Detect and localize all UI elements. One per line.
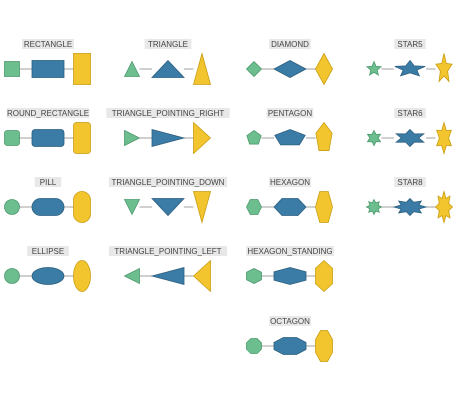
- shape-group-octagon: OCTAGON: [246, 316, 333, 362]
- node-small-star6[interactable]: [366, 129, 382, 147]
- shape-group-diamond: DIAMOND: [245, 39, 333, 86]
- group-label-background: [144, 39, 192, 49]
- shape-group-rectangle: RECTANGLE: [4, 39, 91, 85]
- shape-group-star6: STAR6: [366, 108, 452, 155]
- node-medium-triangle-right[interactable]: [151, 128, 186, 148]
- group-label: OCTAGON: [270, 317, 310, 326]
- node-large-diamond[interactable]: [315, 52, 333, 86]
- group-label-background: [34, 177, 62, 187]
- group-label: STAR6: [397, 109, 423, 118]
- shape-group-star8: STAR8: [365, 177, 454, 224]
- shape-group-hexagon: HEXAGON: [246, 177, 333, 223]
- group-label: HEXAGON: [270, 178, 310, 187]
- node-small-hexagon[interactable]: [246, 199, 262, 215]
- shape-group-triangle-down: TRIANGLE_POINTING_DOWN: [108, 177, 228, 225]
- shape-group-star5: STAR5: [365, 39, 453, 83]
- node-large-star5[interactable]: [435, 53, 453, 83]
- shape-group-round-rectangle: ROUND_RECTANGLE: [4, 108, 91, 154]
- group-label: RECTANGLE: [24, 40, 72, 49]
- node-small-triangle[interactable]: [123, 60, 141, 77]
- node-large-pentagon[interactable]: [315, 121, 333, 151]
- node-medium-ellipse[interactable]: [31, 267, 65, 285]
- group-label: STAR8: [397, 178, 423, 187]
- group-label: ELLIPSE: [32, 247, 64, 256]
- node-large-triangle-right[interactable]: [193, 121, 212, 155]
- node-large-pill[interactable]: [73, 191, 91, 223]
- node-large-star8[interactable]: [434, 190, 454, 224]
- group-label: TRIANGLE_POINTING_DOWN: [112, 178, 225, 187]
- group-label: PILL: [40, 178, 57, 187]
- group-label-background: [246, 246, 334, 256]
- node-small-rectangle[interactable]: [4, 61, 20, 77]
- node-large-ellipse[interactable]: [73, 260, 91, 292]
- node-large-star6[interactable]: [436, 121, 452, 155]
- node-small-triangle-right[interactable]: [124, 129, 141, 147]
- node-large-hexagon-standing[interactable]: [315, 259, 333, 293]
- node-medium-star6[interactable]: [395, 128, 425, 148]
- group-label: TRIANGLE: [148, 40, 188, 49]
- group-label: TRIANGLE_POINTING_LEFT: [114, 247, 221, 256]
- group-label-background: [27, 246, 69, 256]
- group-label: PENTAGON: [268, 109, 313, 118]
- node-small-diamond[interactable]: [245, 60, 263, 78]
- group-label: TRIANGLE_POINTING_RIGHT: [112, 109, 225, 118]
- node-medium-pentagon[interactable]: [274, 129, 306, 146]
- group-label: STAR5: [397, 40, 423, 49]
- node-medium-triangle[interactable]: [151, 59, 185, 78]
- node-small-triangle-down[interactable]: [123, 199, 141, 216]
- node-medium-diamond[interactable]: [273, 60, 307, 78]
- node-small-ellipse[interactable]: [4, 268, 20, 284]
- node-medium-round-rectangle[interactable]: [31, 129, 65, 147]
- shape-group-triangle: TRIANGLE: [123, 39, 212, 85]
- group-label: HEXAGON_STANDING: [247, 247, 332, 256]
- node-large-octagon[interactable]: [315, 330, 333, 362]
- group-label-background: [269, 39, 311, 49]
- group-label-background: [108, 246, 228, 256]
- node-small-octagon[interactable]: [246, 338, 262, 354]
- node-medium-star8[interactable]: [392, 197, 428, 217]
- node-medium-star5[interactable]: [394, 59, 426, 77]
- node-small-triangle-left[interactable]: [123, 267, 140, 285]
- node-small-star5[interactable]: [365, 60, 383, 76]
- group-label-background: [394, 108, 426, 118]
- shape-group-triangle-right: TRIANGLE_POINTING_RIGHT: [106, 108, 230, 155]
- node-large-hexagon[interactable]: [315, 191, 333, 223]
- node-small-hexagon-standing[interactable]: [246, 268, 262, 284]
- group-label-background: [6, 108, 90, 118]
- shape-group-pentagon: PENTAGON: [246, 108, 333, 151]
- group-label-background: [266, 108, 314, 118]
- node-large-rectangle[interactable]: [73, 53, 91, 85]
- group-label-background: [269, 177, 311, 187]
- node-small-round-rectangle[interactable]: [4, 130, 20, 146]
- group-label-background: [106, 108, 230, 118]
- shape-group-ellipse: ELLIPSE: [4, 246, 91, 292]
- node-small-pill[interactable]: [4, 199, 20, 215]
- shape-group-triangle-left: TRIANGLE_POINTING_LEFT: [108, 246, 228, 293]
- group-label: DIAMOND: [271, 40, 309, 49]
- group-label-background: [269, 316, 311, 326]
- group-label: ROUND_RECTANGLE: [7, 109, 89, 118]
- node-medium-pill[interactable]: [31, 198, 65, 216]
- node-small-pentagon[interactable]: [246, 130, 262, 145]
- node-medium-triangle-left[interactable]: [150, 266, 185, 286]
- node-medium-rectangle[interactable]: [31, 60, 65, 78]
- node-large-round-rectangle[interactable]: [73, 122, 91, 154]
- node-medium-hexagon[interactable]: [273, 198, 307, 216]
- node-medium-octagon[interactable]: [273, 337, 307, 355]
- shape-group-hexagon-standing: HEXAGON_STANDING: [246, 246, 334, 293]
- shape-group-pill: PILL: [4, 177, 91, 223]
- node-large-triangle-left[interactable]: [192, 259, 211, 293]
- group-label-background: [22, 39, 74, 49]
- group-label-background: [394, 177, 426, 187]
- node-medium-hexagon-standing[interactable]: [273, 267, 307, 285]
- node-large-triangle-down[interactable]: [192, 191, 212, 225]
- group-label-background: [394, 39, 426, 49]
- group-label-background: [108, 177, 228, 187]
- node-small-star8[interactable]: [365, 198, 383, 216]
- node-medium-triangle-down[interactable]: [151, 198, 185, 217]
- node-large-triangle[interactable]: [192, 51, 212, 85]
